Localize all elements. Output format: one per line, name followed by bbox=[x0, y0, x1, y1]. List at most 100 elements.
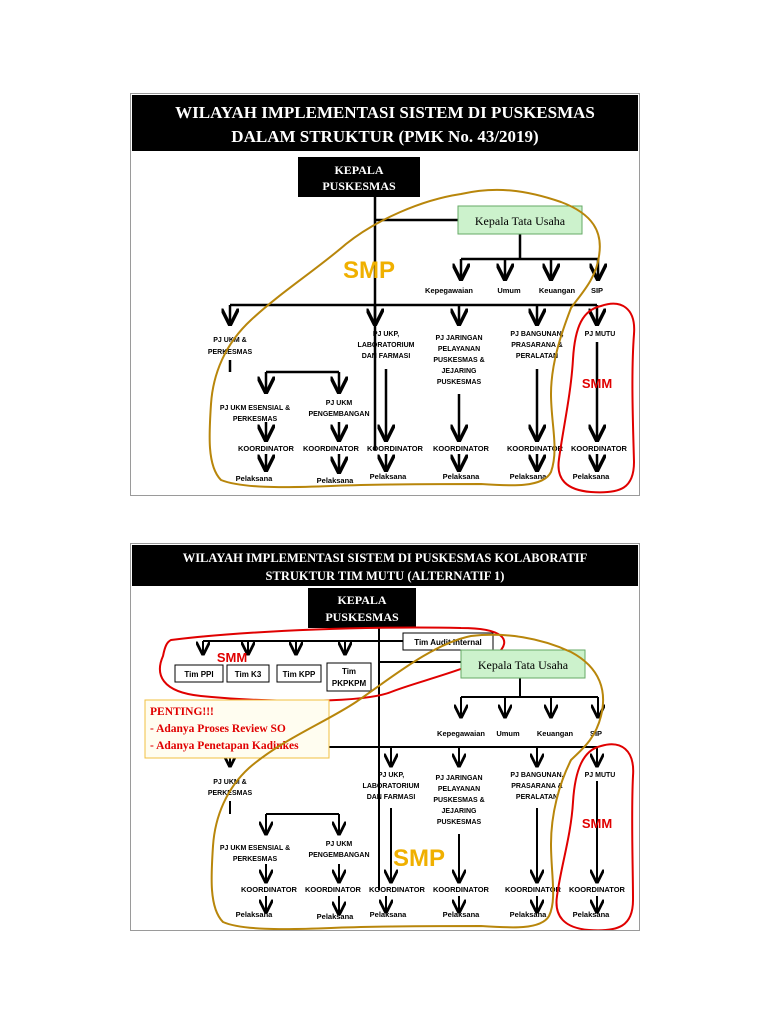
head-line-2: PUSKESMAS bbox=[325, 610, 399, 624]
slide-2-org-chart: WILAYAH IMPLEMENTASI SISTEM DI PUSKESMAS… bbox=[130, 543, 640, 931]
koordinator-label: KOORDINATOR bbox=[238, 444, 295, 453]
slide-2-canvas: WILAYAH IMPLEMENTASI SISTEM DI PUSKESMAS… bbox=[132, 545, 638, 930]
pelaksana-label: Pelaksana bbox=[236, 474, 274, 483]
kepala-puskesmas-box bbox=[308, 588, 416, 628]
penting-line-2: - Adanya Penetapan Kadinkes bbox=[150, 740, 299, 752]
pelaksana-label: Pelaksana bbox=[370, 910, 408, 919]
pj-bangunan-line-3: PERALATAN bbox=[516, 794, 558, 801]
pelaksana-label: Pelaksana bbox=[573, 910, 611, 919]
koordinator-label: KOORDINATOR bbox=[569, 885, 626, 894]
koordinator-label: KOORDINATOR bbox=[305, 885, 362, 894]
pelaksana-label: Pelaksana bbox=[370, 472, 408, 481]
smm-region-outline bbox=[555, 743, 635, 930]
pj-bangunan-line-3: PERALATAN bbox=[516, 353, 558, 360]
pj-ukm-line-2: PERKESMAS bbox=[208, 349, 253, 356]
pj-ukm-line-1: PJ UKM & bbox=[213, 779, 246, 786]
kepala-tata-usaha-box bbox=[457, 205, 583, 235]
title-line-1: WILAYAH IMPLEMENTASI SISTEM DI PUSKESMAS… bbox=[183, 551, 588, 565]
tim-audit-internal-box bbox=[402, 632, 494, 651]
sub-unit-umum: Umum bbox=[496, 729, 520, 738]
sub-unit-kepegawaian: Kepegawaian bbox=[437, 729, 485, 738]
pj-bangunan-line-2: PRASARANA & bbox=[511, 342, 562, 349]
pelaksana-label: Pelaksana bbox=[317, 912, 355, 921]
pj-ukp-line-1: PJ UKP, bbox=[378, 772, 404, 779]
sub-unit-keuangan: Keuangan bbox=[539, 286, 576, 295]
smm-label: SMM bbox=[582, 376, 612, 391]
pj-mutu-label: PJ MUTU bbox=[585, 331, 616, 338]
pj-bangunan-line-1: PJ BANGUNAN, bbox=[510, 331, 563, 338]
pj-pengembangan-line-2: PENGEMBANGAN bbox=[308, 852, 369, 859]
sub-unit-umum: Umum bbox=[497, 286, 521, 295]
pj-esensial-line-2: PERKESMAS bbox=[233, 416, 278, 423]
tim-ppi-box bbox=[174, 664, 224, 683]
smp-label: SMP bbox=[393, 845, 445, 872]
pj-esensial-line-2: PERKESMAS bbox=[233, 856, 278, 863]
penting-title: PENTING!!! bbox=[150, 706, 214, 718]
pj-jaringan-line-2: PELAYANAN bbox=[438, 346, 480, 353]
pj-ukp-line-2: LABORATORIUM bbox=[358, 342, 415, 349]
tim-ppi-label: Tim PPI bbox=[184, 670, 213, 679]
kepala-tata-usaha-box bbox=[460, 649, 586, 679]
pj-bangunan-line-2: PRASARANA & bbox=[511, 783, 562, 790]
pj-mutu-label: PJ MUTU bbox=[585, 772, 616, 779]
title-bar bbox=[132, 95, 638, 151]
penting-note-box bbox=[144, 699, 330, 759]
pj-jaringan-line-5: PUSKESMAS bbox=[437, 819, 482, 826]
smm-teams-label: SMM bbox=[217, 650, 247, 665]
tim-k3-label: Tim K3 bbox=[235, 670, 262, 679]
slide-1-canvas: WILAYAH IMPLEMENTASI SISTEM DI PUSKESMAS… bbox=[132, 95, 638, 494]
smp-region-outline bbox=[208, 188, 601, 489]
pj-jaringan-line-4: JEJARING bbox=[441, 808, 477, 815]
pj-ukp-line-3: DAN FARMASI bbox=[362, 353, 411, 360]
koordinator-label: KOORDINATOR bbox=[369, 885, 426, 894]
title-line-1: WILAYAH IMPLEMENTASI SISTEM DI PUSKESMAS bbox=[175, 103, 595, 122]
koordinator-label: KOORDINATOR bbox=[303, 444, 360, 453]
tim-pkpkpm-line-2: PKPKPM bbox=[332, 679, 367, 688]
tim-kpp-box bbox=[276, 664, 322, 683]
sub-unit-keuangan: Keuangan bbox=[537, 729, 574, 738]
pj-jaringan-line-4: JEJARING bbox=[441, 368, 477, 375]
pj-ukp-line-3: DAN FARMASI bbox=[367, 794, 416, 801]
pelaksana-label: Pelaksana bbox=[317, 476, 355, 485]
koordinator-label: KOORDINATOR bbox=[505, 885, 562, 894]
pelaksana-label: Pelaksana bbox=[236, 910, 274, 919]
smm-teams-outline bbox=[158, 626, 506, 702]
koordinator-label: KOORDINATOR bbox=[433, 444, 490, 453]
koordinator-label: KOORDINATOR bbox=[571, 444, 628, 453]
pj-ukm-line-1: PJ UKM & bbox=[213, 337, 246, 344]
sub-unit-sip: SIP bbox=[590, 729, 602, 738]
title-line-2: STRUKTUR TIM MUTU (ALTERNATIF 1) bbox=[266, 569, 505, 583]
koordinator-label: KOORDINATOR bbox=[433, 885, 490, 894]
pj-esensial-line-1: PJ UKM ESENSIAL & bbox=[220, 845, 290, 852]
connectors bbox=[203, 628, 598, 914]
pj-jaringan-line-2: PELAYANAN bbox=[438, 786, 480, 793]
pj-jaringan-line-3: PUSKESMAS & bbox=[433, 797, 484, 804]
pelaksana-label: Pelaksana bbox=[510, 472, 548, 481]
connectors bbox=[230, 197, 598, 472]
sub-unit-kepegawaian: Kepegawaian bbox=[425, 286, 473, 295]
head-line-1: KEPALA bbox=[334, 163, 383, 177]
smp-label: SMP bbox=[343, 257, 395, 284]
pj-pengembangan-line-2: PENGEMBANGAN bbox=[308, 411, 369, 418]
kepala-puskesmas-box bbox=[298, 157, 420, 197]
smm-label: SMM bbox=[582, 816, 612, 831]
pj-bangunan-line-1: PJ BANGUNAN, bbox=[510, 772, 563, 779]
koordinator-label: KOORDINATOR bbox=[367, 444, 424, 453]
tim-k3-box bbox=[226, 664, 270, 683]
pj-pengembangan-line-1: PJ UKM bbox=[326, 400, 353, 407]
tim-kpp-label: Tim KPP bbox=[283, 670, 316, 679]
pj-pengembangan-line-1: PJ UKM bbox=[326, 841, 353, 848]
kepala-tata-usaha-label: Kepala Tata Usaha bbox=[475, 214, 566, 228]
smm-region-outline bbox=[557, 302, 636, 494]
slide-1-org-chart: WILAYAH IMPLEMENTASI SISTEM DI PUSKESMAS… bbox=[130, 93, 640, 496]
kepala-tata-usaha-label: Kepala Tata Usaha bbox=[478, 658, 569, 672]
tim-pkpkpm-line-1: Tim bbox=[342, 667, 356, 676]
koordinator-label: KOORDINATOR bbox=[507, 444, 564, 453]
pj-jaringan-line-5: PUSKESMAS bbox=[437, 379, 482, 386]
pj-esensial-line-1: PJ UKM ESENSIAL & bbox=[220, 405, 290, 412]
title-bar bbox=[132, 545, 638, 586]
pj-jaringan-line-1: PJ JARINGAN bbox=[435, 335, 482, 342]
pj-ukp-line-2: LABORATORIUM bbox=[363, 783, 420, 790]
pj-ukp-line-1: PJ UKP, bbox=[373, 331, 399, 338]
smp-region-outline bbox=[210, 633, 605, 930]
